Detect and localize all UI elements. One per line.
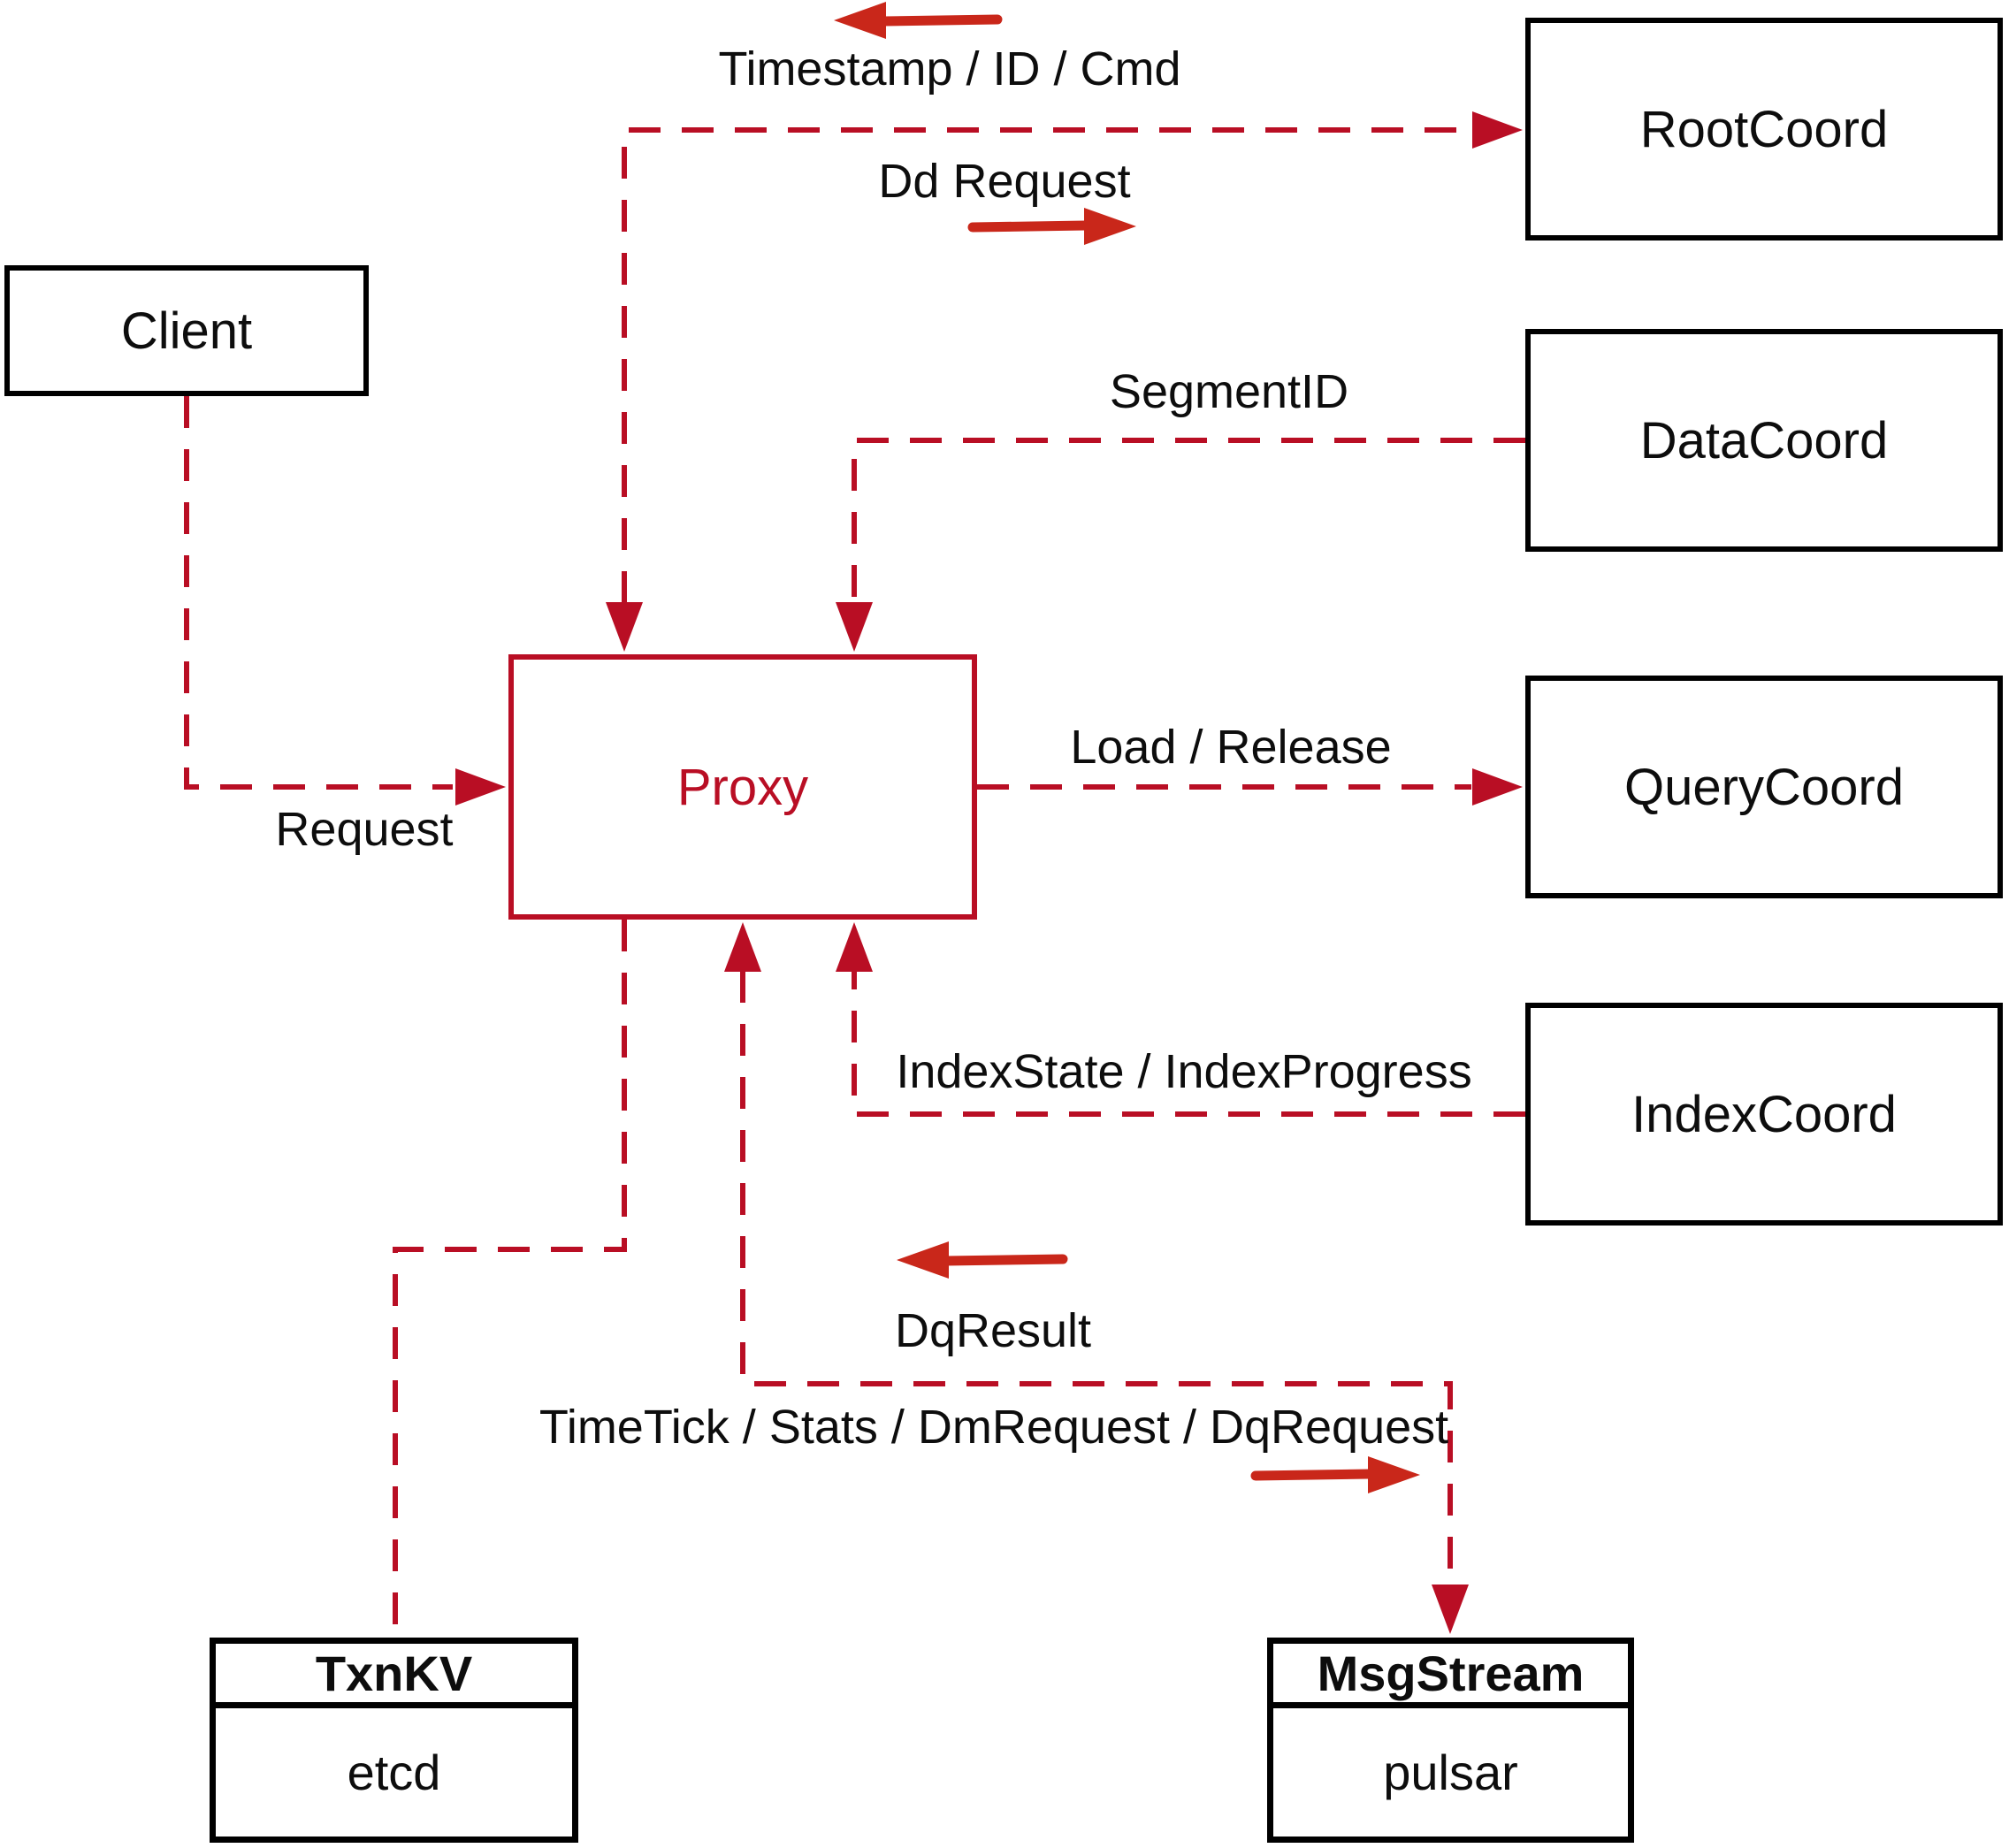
node-proxy-label: Proxy — [676, 758, 809, 816]
node-msgstream-title: MsgStream — [1273, 1644, 1628, 1708]
edge-indexcoord-proxy — [836, 922, 1525, 1117]
edge-label-timestamp-id-cmd: Timestamp / ID / Cmd — [718, 42, 1181, 95]
node-client-label: Client — [120, 302, 253, 360]
edge-proxy-rootcoord — [606, 111, 1523, 652]
dd-request-direction-right-arrow-icon — [967, 208, 1136, 245]
msgstream-arrowhead-icon — [1432, 1585, 1469, 1634]
node-querycoord-label: QueryCoord — [1624, 758, 1904, 816]
node-msgstream: MsgStream pulsar — [1267, 1638, 1634, 1843]
node-rootcoord-label: RootCoord — [1639, 100, 1889, 158]
querycoord-arrowhead-icon — [1472, 768, 1523, 806]
proxy-bottom-center-arrowhead-icon — [724, 922, 761, 972]
node-rootcoord: RootCoord — [1525, 18, 2003, 241]
timetick-direction-right-arrow-icon — [1250, 1456, 1420, 1493]
edge-client-proxy — [184, 396, 506, 806]
node-client: Client — [4, 265, 369, 396]
node-datacoord: DataCoord — [1525, 329, 2003, 552]
edge-label-index-state: IndexState / IndexProgress — [896, 1045, 1472, 1098]
edge-label-timetick: TimeTick / Stats / DmRequest / DqRequest — [539, 1401, 1449, 1454]
edge-proxy-msgstream — [724, 922, 1469, 1634]
node-querycoord: QueryCoord — [1525, 676, 2003, 898]
node-txnkv-title: TxnKV — [216, 1644, 572, 1708]
edge-proxy-txnkv — [393, 920, 627, 1634]
edge-label-dq-result: DqResult — [894, 1304, 1092, 1357]
node-txnkv-body: etcd — [347, 1745, 441, 1800]
node-proxy: Proxy — [508, 654, 977, 920]
proxy-top-left-arrowhead-icon — [606, 602, 643, 652]
dq-result-direction-left-arrow-icon — [897, 1241, 1068, 1279]
node-indexcoord-label: IndexCoord — [1631, 1085, 1897, 1143]
node-indexcoord: IndexCoord — [1525, 1003, 2003, 1226]
proxy-bottom-right-arrowhead-icon — [836, 922, 873, 972]
node-datacoord-label: DataCoord — [1639, 411, 1889, 470]
rootcoord-arrowhead-icon — [1472, 111, 1523, 149]
request-arrowhead-icon — [455, 768, 506, 806]
timestamp-direction-left-arrow-icon — [834, 2, 1003, 39]
node-txnkv: TxnKV etcd — [210, 1638, 578, 1843]
edge-label-segment-id: SegmentID — [1109, 365, 1349, 418]
proxy-top-right-arrowhead-icon — [836, 602, 873, 652]
edge-proxy-querycoord — [977, 768, 1523, 806]
edge-label-request: Request — [275, 803, 454, 856]
edge-datacoord-proxy — [836, 438, 1525, 652]
node-msgstream-body: pulsar — [1383, 1745, 1518, 1800]
edge-label-dd-request: Dd Request — [878, 155, 1131, 208]
edge-label-load-release: Load / Release — [1070, 721, 1392, 774]
